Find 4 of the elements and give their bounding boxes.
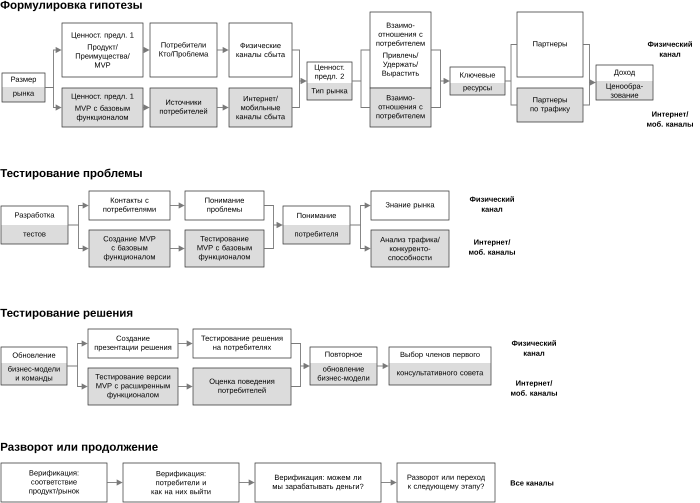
section-heading: Тестирование проблемы bbox=[0, 168, 142, 180]
section-heading: Формулировка гипотезы bbox=[0, 0, 142, 12]
section-heading: Тестирование решения bbox=[0, 308, 132, 320]
section-heading: Разворот или продолжение bbox=[0, 442, 158, 454]
